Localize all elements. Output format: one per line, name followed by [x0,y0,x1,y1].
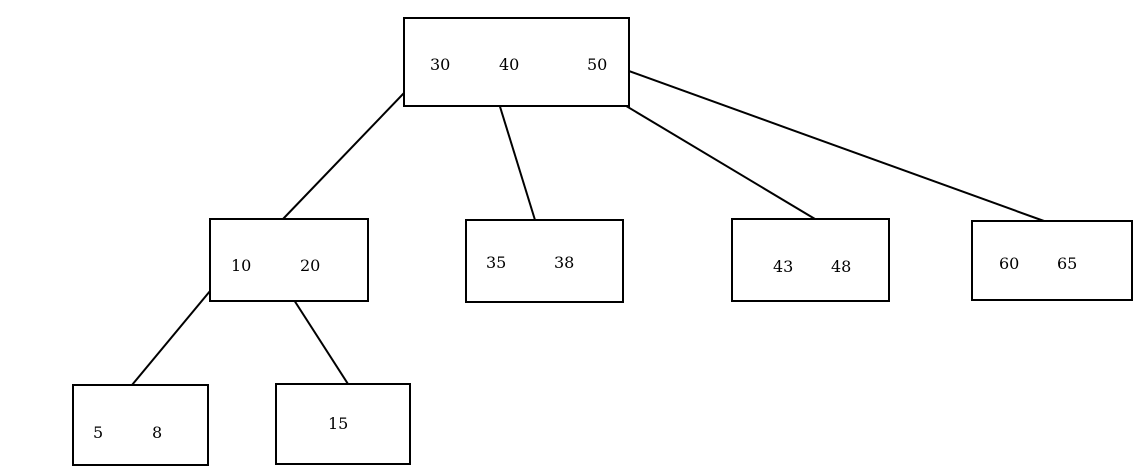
node-box [971,220,1133,301]
node-box [403,17,630,107]
node-box [465,219,624,303]
node-key: 60 [999,254,1019,273]
node-key: 40 [499,55,519,74]
node-key: 5 [93,423,103,442]
node-key: 8 [152,423,162,442]
node-key: 43 [773,257,793,276]
node-60-65: 60 65 [971,220,1133,301]
node-15: 15 [275,383,411,465]
node-key: 15 [328,414,348,433]
node-box [731,218,890,302]
node-key: 35 [486,253,506,272]
node-key: 30 [430,55,450,74]
node-box [72,384,209,466]
node-key: 10 [231,256,251,275]
node-10-20: 10 20 [209,218,369,302]
node-root: 30 40 50 [403,17,630,107]
node-box [275,383,411,465]
edge-root-to-60-65 [614,65,1045,222]
node-key: 38 [554,253,574,272]
node-key: 65 [1057,254,1077,273]
node-box [209,218,369,302]
node-key: 20 [300,256,320,275]
node-key: 48 [831,257,851,276]
node-43-48: 43 48 [731,218,890,302]
node-key: 50 [587,55,607,74]
node-35-38: 35 38 [465,219,624,303]
node-5-8: 5 8 [72,384,209,466]
